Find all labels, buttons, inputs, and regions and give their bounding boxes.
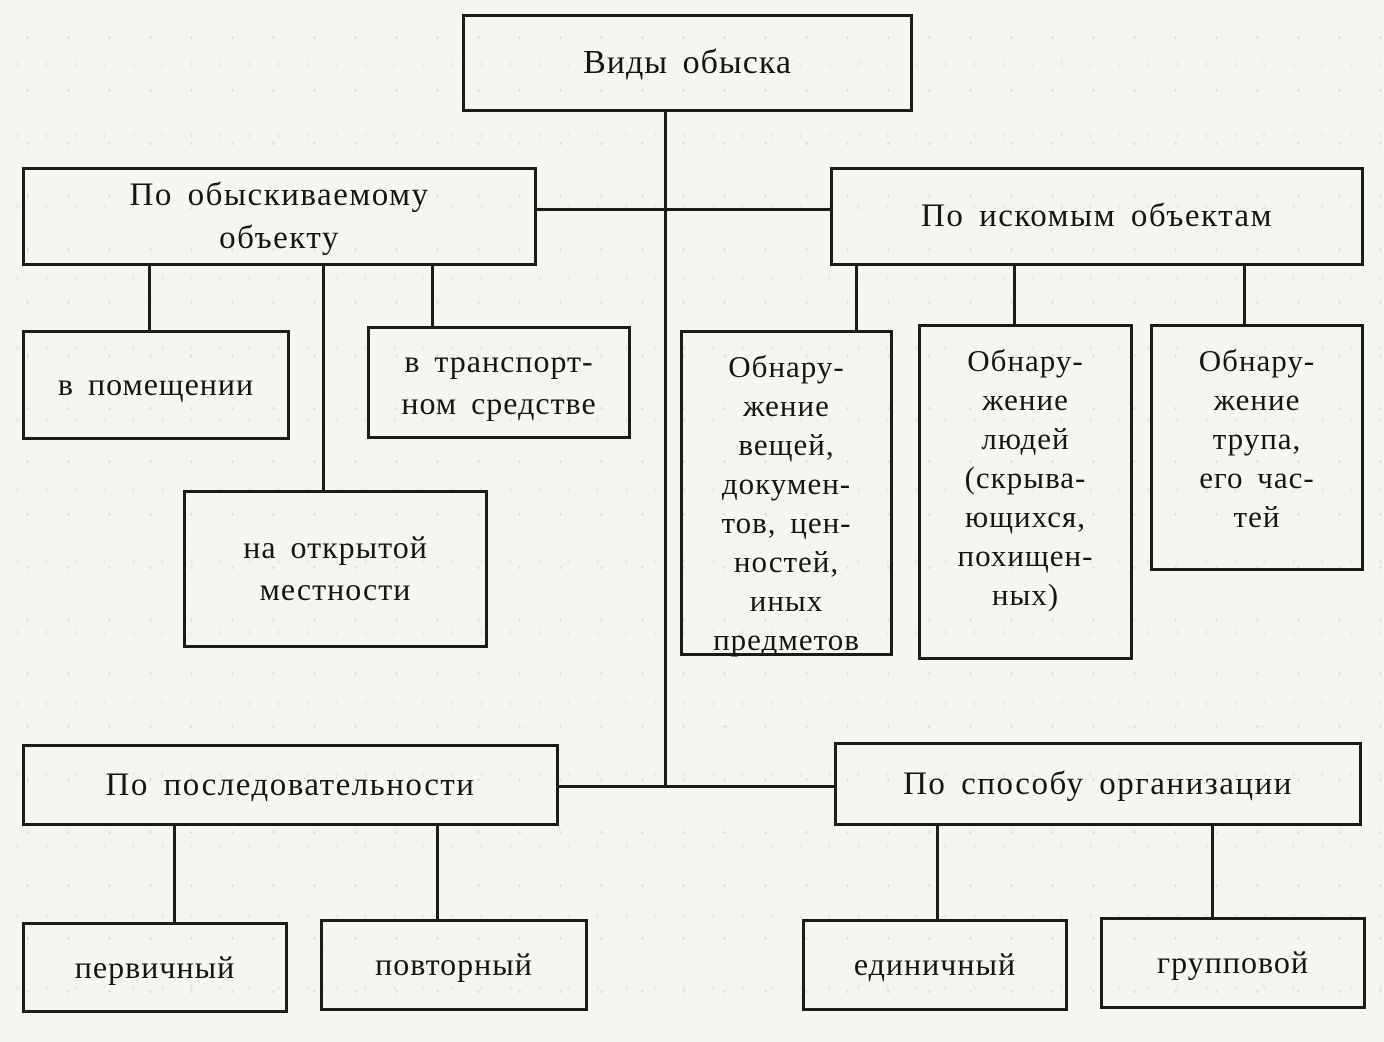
node-find-things-line4: докумен- — [721, 466, 852, 502]
node-by-searched-object: По обыскиваемому объекту — [22, 167, 537, 266]
node-open-area: на открытой местности — [183, 490, 488, 648]
node-title-label: Виды обыска — [583, 43, 792, 81]
node-find-people-line1: Обнару- — [967, 343, 1084, 378]
node-find-corpse-line2: жение — [1213, 382, 1301, 418]
node-repeated-label: повторный — [375, 946, 533, 983]
node-single: единичный — [802, 919, 1068, 1011]
node-vehicle-line2: ном средстве — [401, 384, 597, 421]
node-find-people-line5: ющихся, — [965, 499, 1086, 535]
node-find-corpse-line4: его час- — [1199, 460, 1315, 496]
node-repeated: повторный — [320, 919, 588, 1011]
node-find-things-line1: Обнару- — [728, 349, 845, 384]
node-primary-label: первичный — [74, 948, 236, 985]
node-open-area-line1: на открытой — [243, 529, 428, 566]
node-find-people-line6: похищен- — [957, 538, 1094, 574]
node-open-area-line2: местности — [259, 571, 412, 607]
connector-to-repeated — [436, 823, 439, 921]
node-find-corpse-line3: трупа, — [1212, 421, 1302, 457]
node-primary: первичный — [22, 922, 288, 1013]
node-by-sought-objects-label: По искомым объектам — [921, 198, 1273, 235]
node-group-label: групповой — [1157, 944, 1309, 981]
node-single-label: единичный — [853, 946, 1017, 983]
connector-to-people — [1013, 264, 1016, 327]
connector-to-things — [855, 264, 858, 332]
node-find-things-line7: иных — [749, 583, 824, 619]
connector-to-open-area — [322, 264, 325, 492]
node-find-people-line3: людей — [981, 421, 1070, 457]
connector-to-group — [1211, 823, 1214, 919]
node-find-people-line4: (скрыва- — [964, 460, 1087, 496]
node-by-searched-object-line2: объекту — [219, 219, 340, 256]
node-find-people-line2: жение — [982, 382, 1069, 418]
connector-bottom-horizontal — [556, 785, 834, 788]
node-find-people-line7: ных) — [991, 577, 1060, 613]
node-find-things-line6: ностей, — [733, 544, 840, 580]
node-by-sought-objects: По искомым объектам — [830, 167, 1364, 266]
connector-to-premises — [148, 264, 151, 332]
node-find-things-line2: жение — [743, 388, 830, 424]
node-by-sequence: По последовательности — [22, 744, 559, 826]
node-find-things-line8: предметов — [713, 622, 860, 658]
node-by-organization-label: По способу организации — [903, 765, 1293, 802]
node-group: групповой — [1100, 917, 1366, 1009]
node-by-organization: По способу организации — [834, 742, 1362, 826]
node-by-sequence-label: По последовательности — [105, 766, 476, 803]
node-by-searched-object-line1: По обыскиваемому — [129, 176, 430, 213]
connector-top-horizontal — [537, 208, 832, 211]
connector-to-corpse — [1243, 264, 1246, 327]
node-find-things-line5: тов, цен- — [721, 505, 852, 541]
node-title: Виды обыска — [462, 14, 913, 112]
node-premises-label: в помещении — [57, 366, 255, 403]
connector-to-vehicle — [431, 264, 434, 329]
node-find-people: Обнару- жение людей (скрыва- ющихся, пох… — [918, 324, 1133, 660]
node-find-things-line3: вещей, — [738, 427, 835, 463]
node-find-corpse-line5: тей — [1233, 499, 1281, 535]
node-find-things: Обнару- жение вещей, докумен- тов, цен- … — [680, 330, 893, 658]
node-vehicle: в транспорт- ном средстве — [367, 326, 631, 439]
node-premises: в помещении — [22, 330, 290, 440]
connector-to-single — [936, 823, 939, 921]
node-find-corpse-line1: Обнару- — [1198, 343, 1316, 378]
connector-to-primary — [173, 823, 176, 923]
node-find-corpse: Обнару- жение трупа, его час- тей — [1150, 324, 1364, 571]
connector-center-vertical — [664, 110, 667, 788]
node-vehicle-line1: в транспорт- — [404, 342, 594, 379]
